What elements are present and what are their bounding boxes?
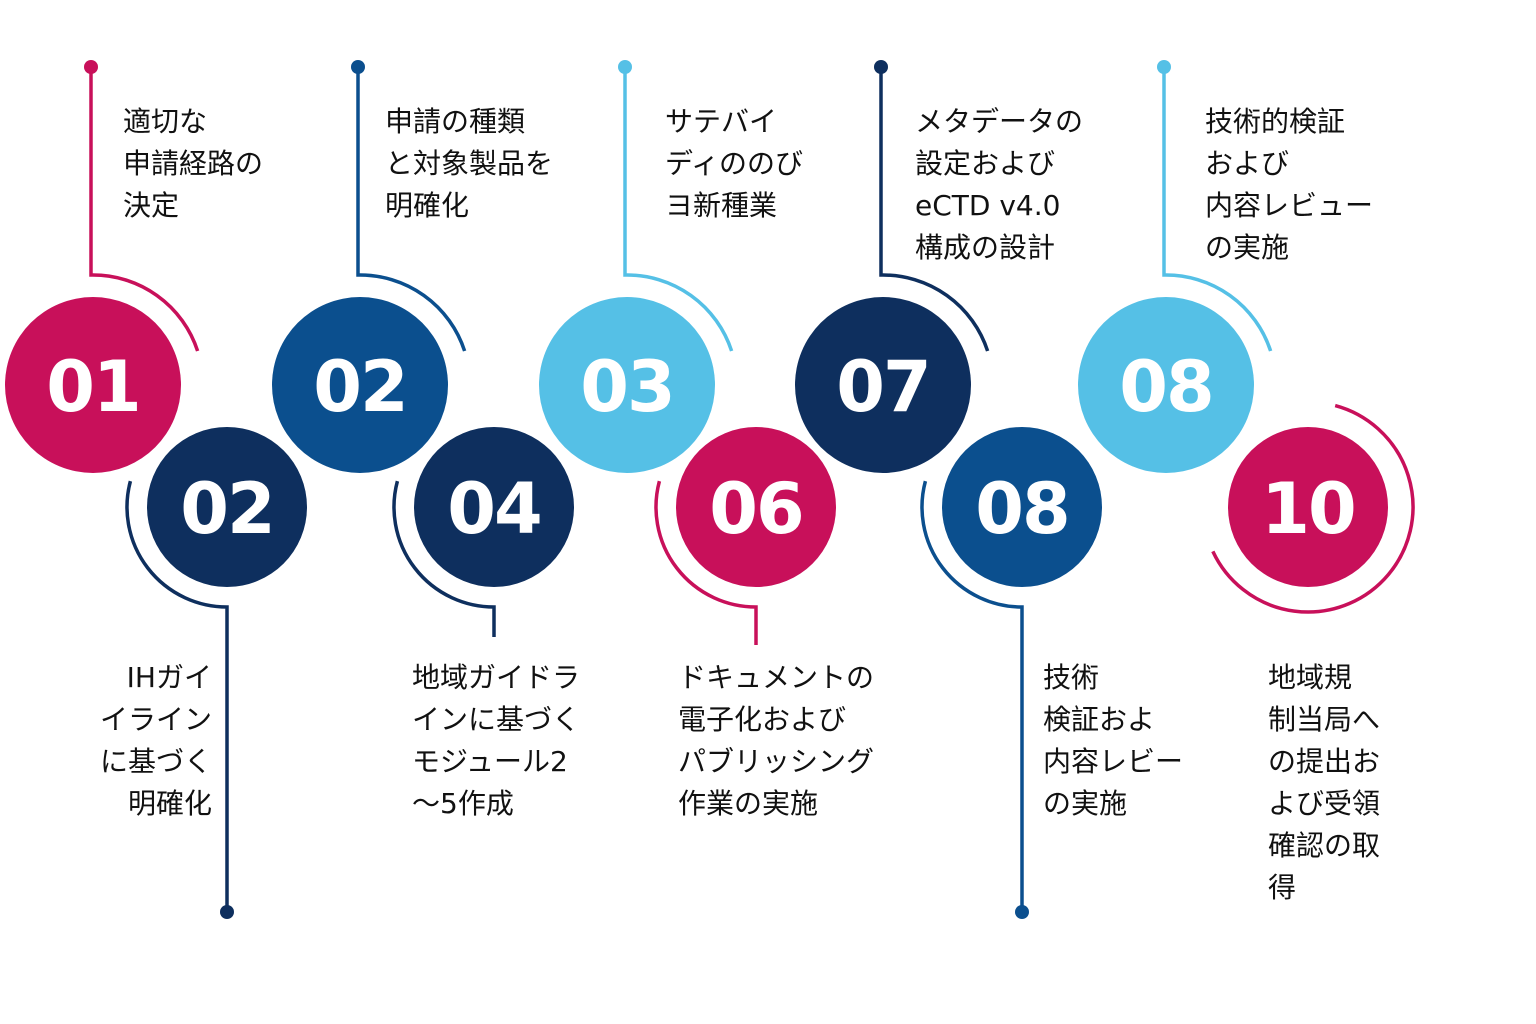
step-circle — [5, 297, 181, 473]
step-number: 02 — [180, 468, 273, 550]
step-number: 06 — [709, 468, 802, 550]
connector-dot — [220, 905, 234, 919]
step-circle — [1078, 297, 1254, 473]
connector-line — [89, 67, 200, 352]
step-number: 07 — [836, 346, 929, 428]
step-label-line: 検証およ — [1043, 703, 1155, 736]
step-label-line: 技術的検証 — [1205, 105, 1345, 138]
step-number: 10 — [1261, 468, 1354, 550]
step-label-line: および — [1205, 147, 1289, 180]
step-label-line: 申請の種類 — [385, 105, 525, 138]
step-label-line: 内容レビュー — [1205, 189, 1373, 222]
connector-ring — [1211, 403, 1415, 614]
step-label-line: 適切な — [123, 105, 207, 138]
step-label-line: 電子化および — [678, 703, 846, 736]
step-label-line: eCTD v4.0 — [915, 189, 1060, 222]
step-circle — [1228, 427, 1388, 587]
step-label-line: 地域ガイドラ — [412, 661, 580, 694]
step-label-line: ヨ新種業 — [665, 189, 777, 222]
step-label-line: 得 — [1268, 871, 1296, 904]
step-number: 08 — [1119, 346, 1212, 428]
connector-dot — [1015, 905, 1029, 919]
connector-line — [392, 480, 496, 637]
step-circle — [942, 427, 1102, 587]
step-label-line: の実施 — [1205, 231, 1289, 264]
step-label-line: 明確化 — [385, 189, 469, 222]
step-label-line: 申請経路の — [123, 147, 263, 180]
step-label-line: イライン — [100, 703, 212, 736]
connector-line — [623, 67, 734, 352]
step-circle — [414, 427, 574, 587]
step-label-line: 技術 — [1043, 661, 1099, 694]
connector-line — [654, 480, 758, 645]
connector-line — [356, 67, 467, 352]
step-label-line: に基づく — [100, 745, 212, 778]
step-label-line: 決定 — [123, 189, 179, 222]
step-label-line: 構成の設計 — [915, 231, 1055, 264]
step-label-line: ディののび — [665, 147, 803, 180]
step-label-line: の提出お — [1268, 745, 1380, 778]
step-label-line: 内容レビー — [1043, 745, 1183, 778]
step-label-line: ～5作成 — [412, 787, 514, 820]
step-circle — [272, 297, 448, 473]
connector-line — [920, 480, 1024, 910]
step-label-line: と対象製品を — [385, 147, 553, 180]
step-label-line: よび受領 — [1268, 787, 1380, 820]
step-label-line: 作業の実施 — [678, 787, 818, 820]
step-circle — [147, 427, 307, 587]
step-label-line: 設定および — [915, 147, 1055, 180]
step-label-line: パブリッシング — [678, 745, 874, 778]
step-label-line: の実施 — [1043, 787, 1127, 820]
step-number: 04 — [447, 468, 540, 550]
step-circle — [795, 297, 971, 473]
connector-line — [125, 480, 229, 910]
step-label-line: IHガイ — [127, 661, 212, 694]
step-label-line: ドキュメントの — [678, 661, 874, 694]
step-label-line: モジュール2 — [412, 745, 568, 778]
step-circle — [539, 297, 715, 473]
step-label-line: 制当局へ — [1268, 703, 1380, 736]
step-label-line: 地域規 — [1268, 661, 1352, 694]
connector-line — [879, 67, 990, 352]
step-number: 03 — [580, 346, 673, 428]
step-number: 01 — [46, 346, 139, 428]
step-label-line: サテバイ — [665, 105, 777, 138]
step-label-line: インに基づく — [412, 703, 580, 736]
connector-line — [1162, 67, 1273, 352]
step-number: 02 — [313, 346, 406, 428]
step-label-line: メタデータの — [915, 105, 1083, 138]
step-number: 08 — [975, 468, 1068, 550]
step-label-line: 明確化 — [128, 787, 212, 820]
step-circle — [676, 427, 836, 587]
step-label-line: 確認の取 — [1268, 829, 1380, 862]
